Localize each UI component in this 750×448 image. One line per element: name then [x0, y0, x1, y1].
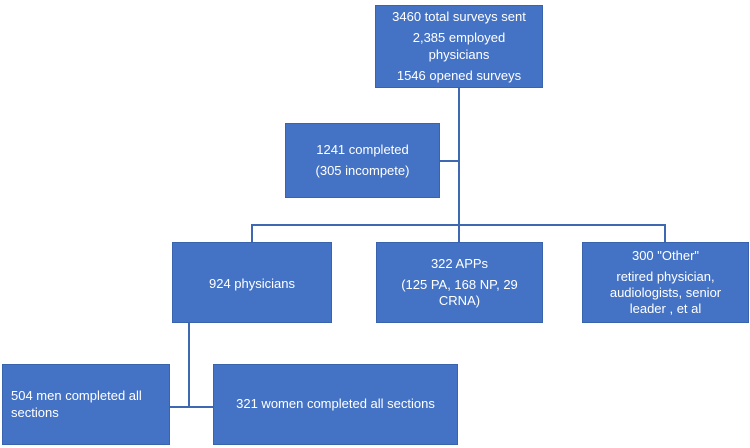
apps-box: 322 APPs (125 PA, 168 NP, 29 CRNA) — [376, 242, 543, 323]
completed-label: 1241 completed — [316, 141, 409, 157]
incomplete-label: (305 incompete) — [315, 163, 410, 178]
connector-drop-apps — [458, 224, 460, 242]
connector-completed-branch — [440, 160, 459, 162]
connector-main-trunk — [458, 88, 460, 225]
opened-surveys-label: 1546 opened surveys — [396, 67, 522, 83]
apps-label: 322 APPs — [430, 255, 489, 271]
connector-gender-split — [170, 406, 213, 408]
connector-drop-other — [664, 224, 666, 242]
men-completed-label: 504 men completed all sections — [11, 388, 142, 420]
connector-physicians-down — [188, 323, 190, 408]
surveys-sent-box: 3460 total surveys sent 2,385 employed p… — [375, 5, 543, 88]
completed-box: 1241 completed (305 incompete) — [285, 123, 440, 198]
employed-physicians-label: 2,385 employed physicians — [412, 30, 506, 62]
physicians-label: 924 physicians — [209, 276, 295, 291]
other-box: 300 "Other" retired physician, audiologi… — [582, 242, 749, 323]
connector-drop-physicians — [251, 224, 253, 242]
men-completed-box: 504 men completed all sections — [2, 364, 170, 445]
women-completed-box: 321 women completed all sections — [213, 364, 458, 445]
other-description-label: retired physician, audiologists, senior … — [609, 268, 722, 317]
surveys-sent-label: 3460 total surveys sent — [392, 9, 526, 24]
apps-breakdown-label: (125 PA, 168 NP, 29 CRNA) — [401, 276, 518, 309]
other-label: 300 "Other" — [631, 247, 700, 263]
women-completed-label: 321 women completed all sections — [236, 396, 435, 412]
physicians-box: 924 physicians — [172, 242, 332, 323]
